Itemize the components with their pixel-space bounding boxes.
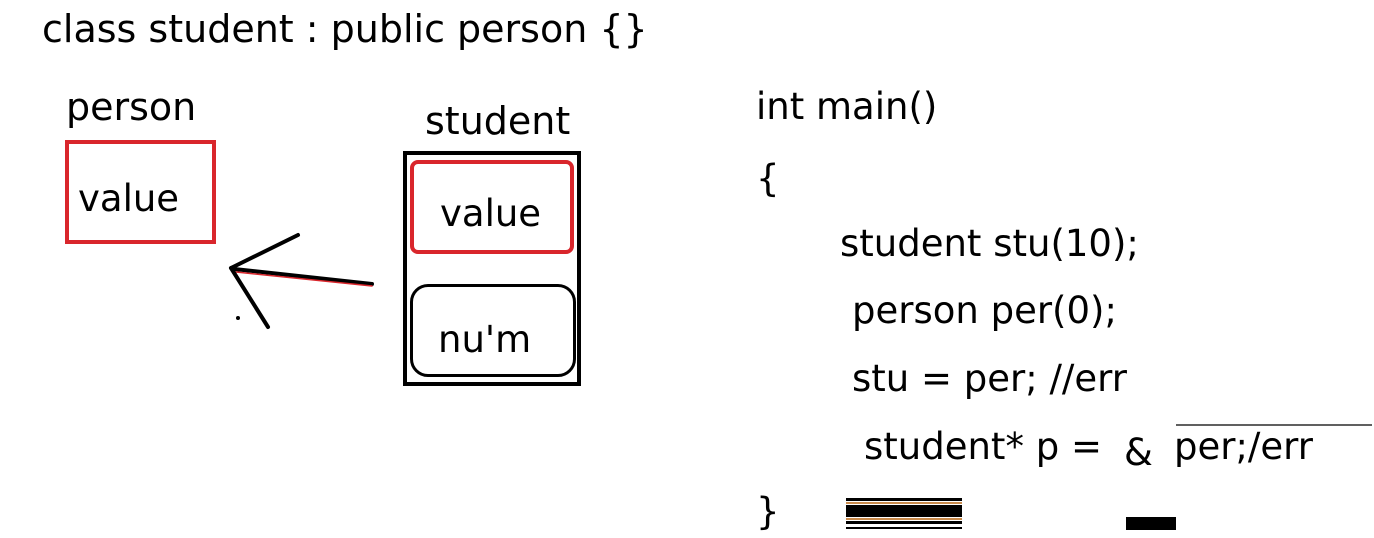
student-value-member: value [440,192,542,235]
code-pointer-decl: student* p = [864,425,1114,468]
code-address-of: & [1124,431,1153,474]
student-value-slot [410,160,574,254]
stray-dot [236,316,240,320]
student-label: student [425,99,571,143]
dash-mark [1126,517,1176,530]
code-pointer-target: per;/err [1174,425,1313,468]
code-open-brace: { [756,157,780,200]
code-main-signature: int main() [756,85,938,128]
code-assign-error: stu = per; //err [852,357,1127,400]
person-value-member: value [78,177,180,220]
student-num-member: nu'm [438,318,532,361]
highlight-stroke [846,498,962,529]
slicing-arrow [229,233,374,329]
person-label: person [66,85,197,129]
person-box [65,140,216,244]
class-declaration: class student : public person {} [42,7,648,51]
student-box [403,151,581,386]
student-num-slot [410,284,576,377]
code-student-decl: student stu(10); [840,222,1139,265]
code-person-decl: person per(0); [852,289,1117,332]
code-close-brace: } [756,490,780,533]
